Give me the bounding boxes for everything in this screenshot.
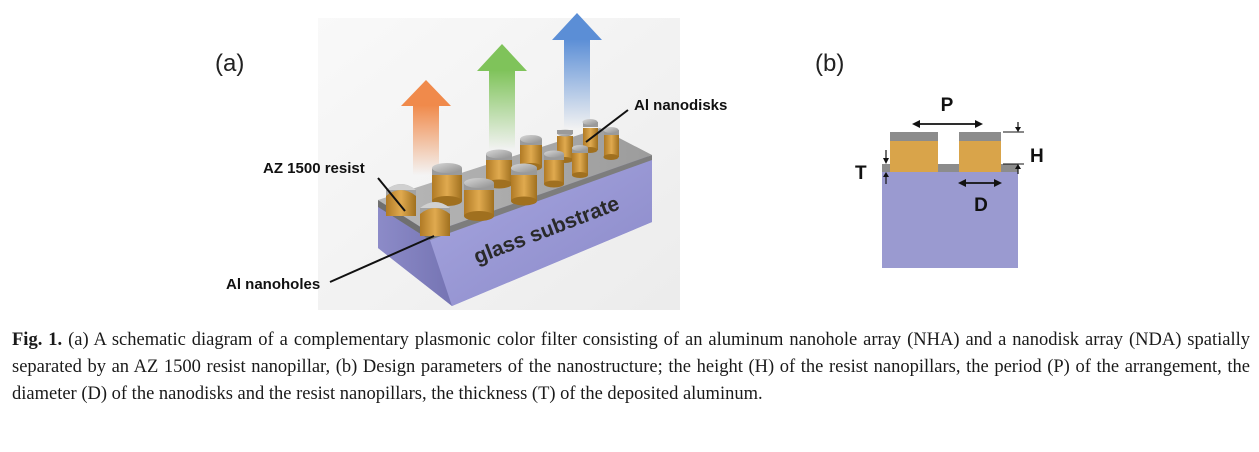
dimension-d [958, 179, 1002, 187]
dimension-p [912, 120, 983, 128]
orange-arrow-icon [401, 80, 451, 175]
blue-arrow-icon [552, 13, 602, 129]
cross-section-diagram [882, 132, 1018, 268]
nanopillar [511, 163, 537, 206]
resist-pillar-left [890, 141, 938, 172]
dim-label-p: P [941, 95, 954, 116]
figure-caption: Fig. 1. (a) A schematic diagram of a com… [12, 327, 1250, 408]
aluminum-base-layer [882, 164, 1018, 172]
glass-layer [882, 172, 1018, 268]
nanopillar [544, 150, 564, 188]
dim-label-h: H [1030, 146, 1044, 167]
leader-line-nanoholes [329, 235, 435, 283]
label-al-nanoholes: Al nanoholes [226, 276, 320, 293]
dimension-h [1003, 122, 1024, 174]
nanopillar-array [386, 119, 619, 236]
label-al-nanodisks: Al nanodisks [634, 97, 727, 114]
nanodisk-left [890, 132, 938, 141]
nanopillar [603, 127, 619, 160]
nanopillar [432, 163, 462, 206]
nanopillar-cut [386, 184, 416, 216]
figure-graphic: glass substrate Al nanodisks AZ 1500 res… [226, 13, 1044, 310]
caption-text: (a) A schematic diagram of a complementa… [12, 330, 1250, 404]
nanopillar [572, 145, 588, 178]
green-arrow-icon [477, 44, 527, 150]
nanopillar-cut [420, 202, 450, 236]
leader-line-nanodisks [585, 109, 629, 143]
dimension-t [883, 150, 889, 184]
nanodisk-right [959, 132, 1001, 141]
dim-label-t: T [855, 163, 867, 184]
panel-b-label: (b) [815, 50, 845, 77]
leader-line-resist [377, 177, 406, 212]
label-az-resist: AZ 1500 resist [263, 160, 365, 177]
dim-label-d: D [974, 195, 988, 216]
panel-a-label: (a) [215, 50, 245, 77]
nanopillar [464, 178, 494, 221]
caption-prefix: Fig. 1. [12, 330, 63, 350]
resist-pillar-right [959, 141, 1001, 172]
